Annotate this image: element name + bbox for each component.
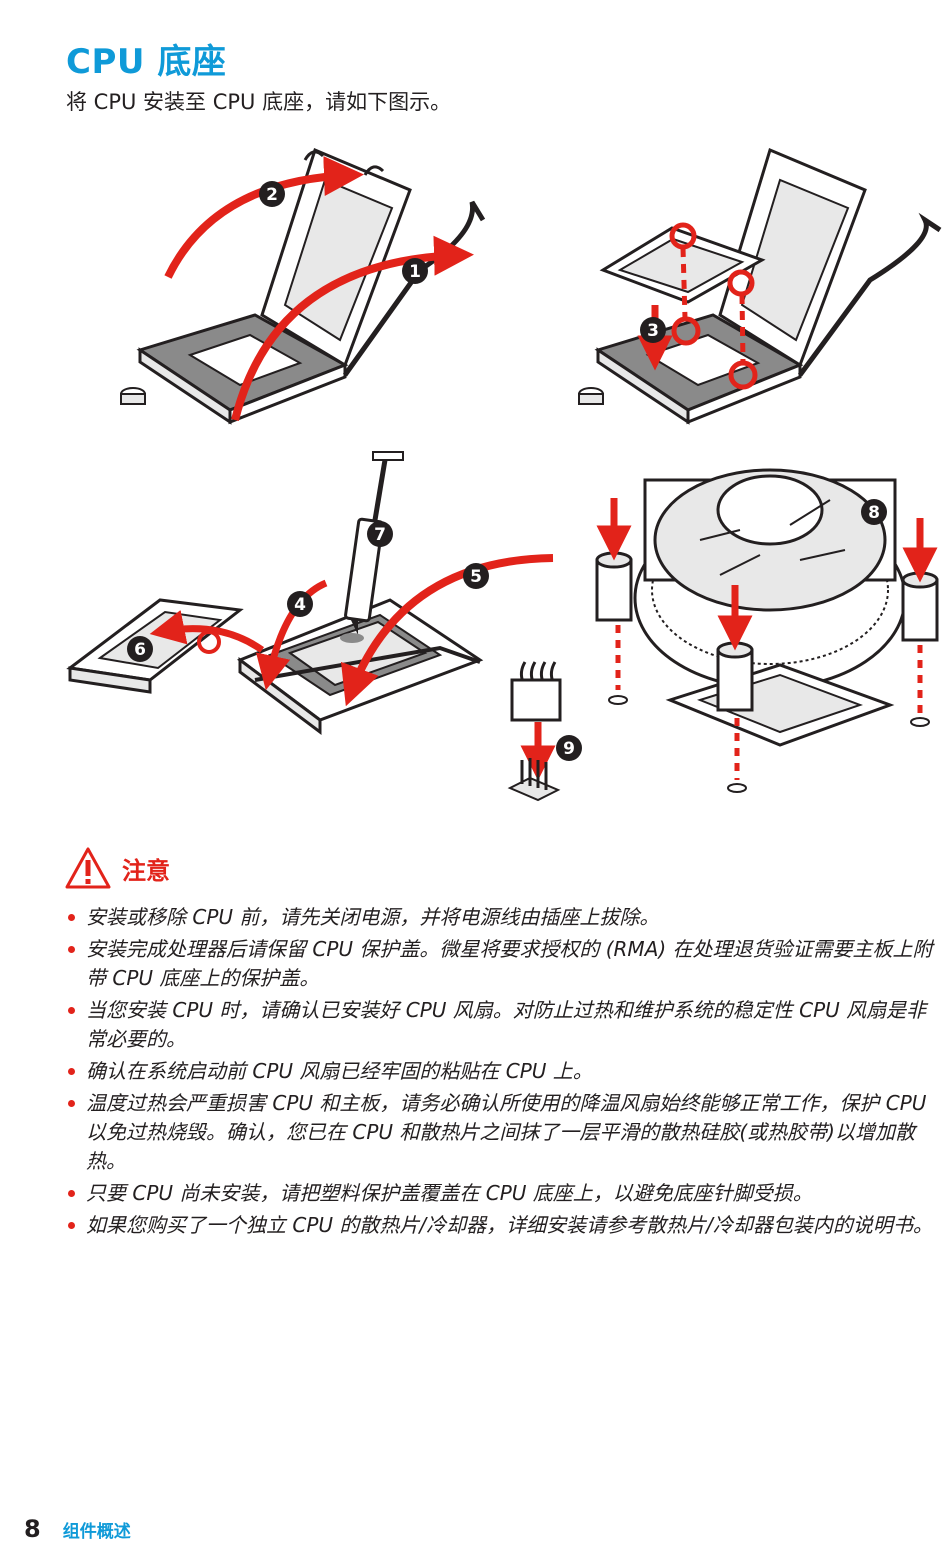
caution-item: 安装完成处理器后请保留 CPU 保护盖。微星将要求授权的 (RMA) 在处理退货…	[66, 935, 934, 993]
board-hole-icon	[608, 695, 930, 793]
svg-text:8: 8	[868, 503, 880, 523]
step-badge-6: 6	[127, 636, 153, 662]
removed-cap-icon	[66, 598, 244, 694]
socket-base-icon	[136, 313, 349, 425]
svg-text:1: 1	[409, 262, 421, 282]
step-badge-1: 1	[402, 258, 428, 284]
svg-text:7: 7	[374, 525, 386, 545]
svg-text:4: 4	[294, 595, 306, 615]
svg-text:5: 5	[470, 567, 482, 587]
step-badge-5: 5	[463, 563, 489, 589]
closed-socket-icon	[236, 598, 484, 735]
caution-item: 当您安装 CPU 时，请确认已安装好 CPU 风扇。对防止过热和维护系统的稳定性…	[66, 996, 934, 1054]
caution-item: 安装或移除 CPU 前，请先关闭电源，并将电源线由插座上拔除。	[66, 903, 934, 932]
caution-label: 注意	[122, 856, 170, 885]
cpu-installation-diagram: 1 2 3	[66, 147, 942, 802]
panel-insert-cpu: 3	[578, 147, 942, 425]
caution-list: 安装或移除 CPU 前，请先关闭电源，并将电源线由插座上拔除。 安装完成处理器后…	[66, 903, 934, 1243]
socket-cap-icon	[120, 387, 146, 405]
caution-item: 确认在系统启动前 CPU 风扇已经牢固的粘贴在 CPU 上。	[66, 1057, 934, 1086]
caution-header: 注意	[64, 846, 170, 890]
panel-install-cooler: 8	[595, 468, 939, 793]
alignment-markers	[669, 222, 758, 390]
step-badge-7: 7	[367, 521, 393, 547]
cooler-heatsink-icon	[633, 468, 907, 690]
step-badge-2: 2	[259, 181, 285, 207]
page-number: 8	[24, 1515, 41, 1543]
arrow-step-6	[149, 610, 265, 653]
fan-plug-icon	[510, 678, 562, 722]
caution-item: 如果您购买了一个独立 CPU 的散热片/冷却器，详细安装请参考散热片/冷却器包装…	[66, 1211, 934, 1240]
svg-text:3: 3	[647, 321, 659, 341]
fan-connector-panel: 9	[507, 661, 582, 802]
panel-open-socket: 1 2	[120, 147, 486, 425]
arrow-step-2	[164, 156, 364, 279]
step-badge-3: 3	[640, 317, 666, 343]
warning-triangle-icon	[65, 847, 111, 889]
arrow-step-5	[340, 554, 554, 707]
page-title: CPU 底座	[66, 42, 227, 82]
intro-text: 将 CPU 安装至 CPU 底座，请如下图示。	[66, 90, 452, 114]
push-down-arrows	[596, 498, 938, 651]
socket-cap-icon	[578, 387, 604, 405]
svg-text:6: 6	[134, 640, 146, 660]
fan-header-icon	[507, 758, 561, 802]
load-plate-icon	[718, 147, 867, 368]
svg-text:2: 2	[266, 185, 278, 205]
cap-grip-marker	[197, 630, 221, 654]
step-badge-9: 9	[556, 735, 582, 761]
step-badge-4: 4	[287, 591, 313, 617]
panel-close-socket: 4 5 6 7	[66, 451, 554, 735]
section-name: 组件概述	[62, 1522, 131, 1542]
arrow-step-4	[255, 579, 328, 691]
step-badge-8: 8	[861, 499, 887, 525]
hole-guide-lines	[615, 625, 923, 780]
page-footer: 8 组件概述	[24, 1515, 131, 1543]
caution-item: 温度过热会严重损害 CPU 和主板，请务必确认所使用的降温风扇始终能够正常工作，…	[66, 1089, 934, 1176]
svg-text:9: 9	[563, 739, 575, 759]
lever-arm	[797, 212, 942, 377]
caution-item: 只要 CPU 尚未安装，请把塑料保护盖覆盖在 CPU 底座上，以避免底座针脚受损…	[66, 1179, 934, 1208]
